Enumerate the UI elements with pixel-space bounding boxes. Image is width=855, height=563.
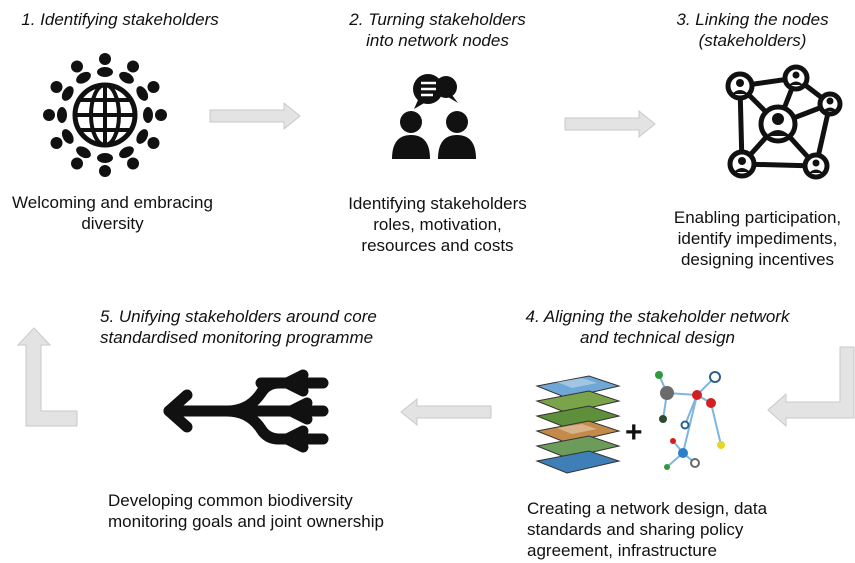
person-head [43,109,55,121]
data-layers-icon [535,375,621,474]
person-head [71,157,83,170]
person-body [97,67,113,77]
stakeholder-chat-icon [392,74,476,159]
person-body [97,153,113,163]
step-2-description: Identifying stakeholders roles, motivati… [348,194,527,255]
person-head [71,60,83,73]
person-body [143,107,153,123]
step-5-description: Developing common biodiversity monitorin… [108,491,384,531]
step-1-title: 1. Identifying stakeholders [21,10,219,29]
person-body [136,86,149,101]
step-1-description: Welcoming and embracing diversity [12,193,213,233]
arrow-left-1 [400,397,492,427]
arrow-down-left [767,346,855,428]
person-head [155,109,167,121]
plus-sign: + [625,416,643,449]
person-head [127,157,139,170]
person-head [147,137,160,149]
network-nodes-icon [725,64,843,180]
person-body [119,71,134,84]
diversity-globe-icon [43,53,167,177]
person-head [50,81,63,93]
arrow-right-1 [209,101,301,131]
step-4-title: 4. Aligning the stakeholder network and … [525,307,790,347]
person-body [136,129,149,144]
step-3-title: 3. Linking the nodes (stakeholders) [676,10,829,50]
person-body [61,129,74,144]
person-head [99,53,111,65]
step-2-title: 2. Turning stakeholders into network nod… [349,10,526,50]
merging-arrows-icon [163,369,329,453]
person-head [147,81,160,93]
molecule-network-icon [655,371,725,470]
person-body [76,71,91,84]
arrow-up-left [16,327,78,427]
person-body [76,146,91,159]
person-head [99,165,111,177]
person-body [57,107,67,123]
arrow-right-2 [564,109,656,139]
person-head [50,137,63,149]
person-body [61,86,74,101]
person-body [119,146,134,159]
person-head [127,60,139,73]
step-5-title: 5. Unifying stakeholders around core sta… [100,307,377,347]
step-3-description: Enabling participation, identify impedim… [673,208,842,269]
step-4-description: Creating a network design, data standard… [527,499,768,560]
